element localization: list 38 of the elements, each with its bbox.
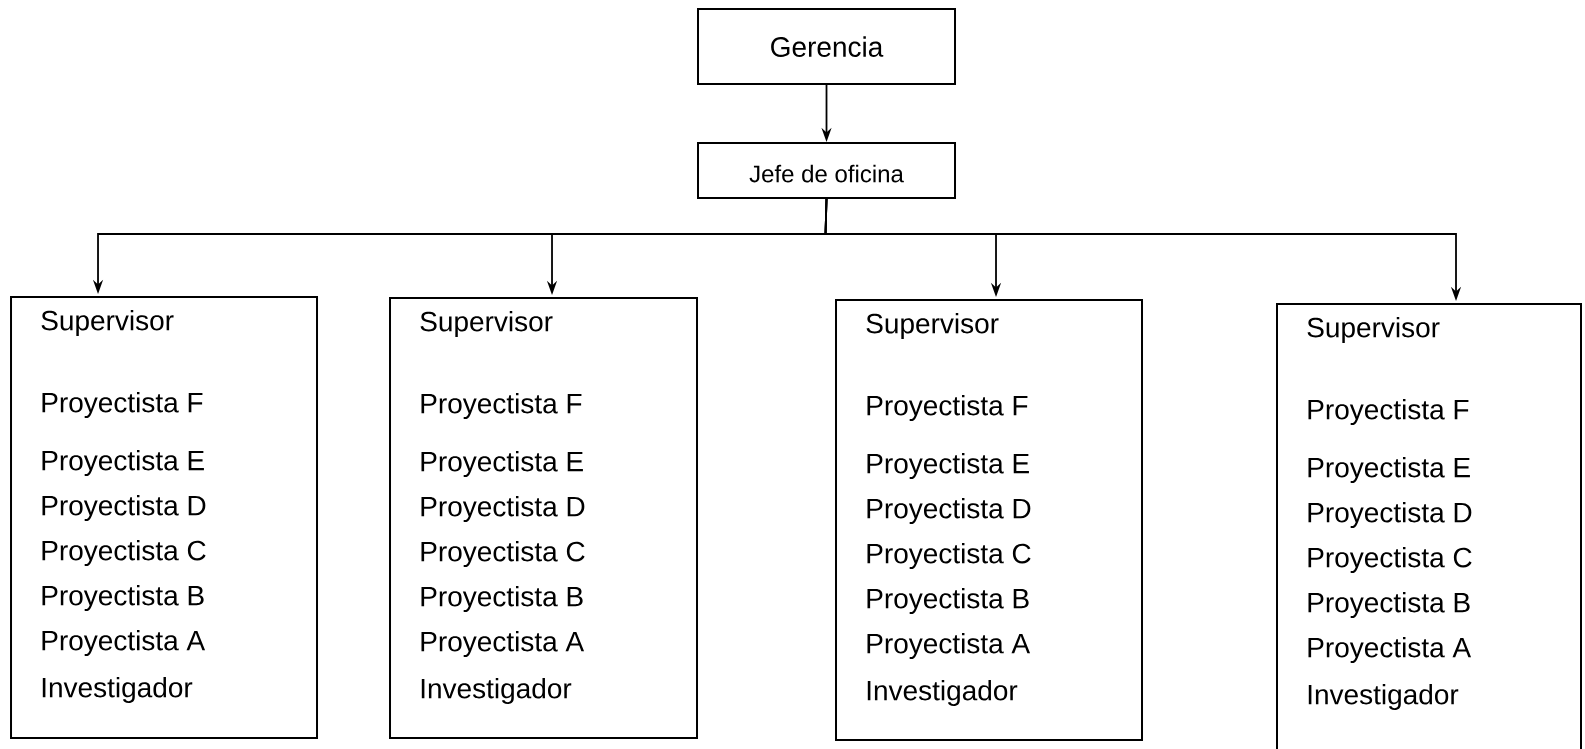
role-label: Investigador [42, 676, 193, 704]
role-label: Proyectista E [42, 449, 204, 477]
role-label: Investigador [1308, 683, 1459, 711]
role-label: Investigador [421, 677, 572, 705]
role-label: Proyectista F [42, 391, 203, 419]
role-label: Proyectista C [421, 540, 585, 568]
position-box [835, 299, 1143, 741]
role-label: Proyectista D [1308, 501, 1472, 529]
position-box: Gerencia [697, 8, 956, 85]
role-label: Proyectista B [1308, 591, 1470, 619]
role-label: Proyectista B [421, 585, 583, 613]
role-label: Proyectista A [42, 629, 206, 657]
role-label: Supervisor [1307, 316, 1440, 344]
role-label: Proyectista D [42, 494, 206, 522]
role-label: Supervisor [420, 310, 553, 338]
role-label: Proyectista A [421, 630, 585, 658]
role-label: Proyectista E [867, 452, 1029, 480]
position-box [10, 296, 318, 739]
role-label: Proyectista B [867, 587, 1029, 615]
role-label: Proyectista F [867, 394, 1028, 422]
role-label: Proyectista F [1308, 398, 1469, 426]
position-box [389, 297, 698, 739]
role-label: Proyectista C [42, 539, 206, 567]
role-label: Proyectista D [867, 497, 1031, 525]
role-label: Supervisor [41, 309, 174, 337]
role-label: Proyectista E [421, 450, 583, 478]
role-label: Proyectista D [421, 495, 585, 523]
role-label: Proyectista A [1308, 636, 1472, 664]
role-label: Proyectista C [867, 542, 1031, 570]
role-label: Proyectista B [42, 584, 204, 612]
role-label: Supervisor [866, 312, 999, 340]
role-label: Proyectista C [1308, 546, 1472, 574]
position-box [1276, 303, 1582, 749]
role-label: Proyectista E [1308, 456, 1470, 484]
role-label: Proyectista A [867, 632, 1031, 660]
role-label: Proyectista F [421, 392, 582, 420]
position-box: Jefe de oficina [697, 142, 956, 199]
role-label: Investigador [867, 679, 1018, 707]
